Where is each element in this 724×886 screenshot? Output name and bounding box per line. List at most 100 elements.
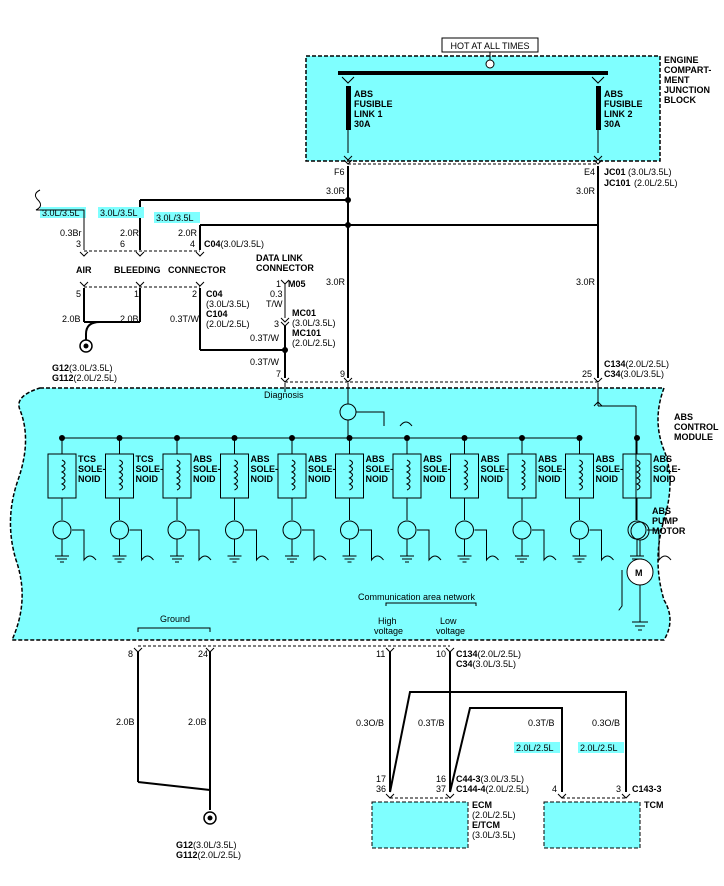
svg-text:JC01: JC01 bbox=[604, 167, 626, 177]
svg-text:TCS: TCS bbox=[136, 454, 154, 464]
svg-text:JUNCTION: JUNCTION bbox=[664, 85, 710, 95]
svg-text:SOLE-: SOLE- bbox=[653, 464, 681, 474]
svg-text:(3.0L/3.5L): (3.0L/3.5L) bbox=[628, 167, 672, 177]
svg-text:ABS: ABS bbox=[193, 454, 212, 464]
wire-0.3Br: 0.3Br bbox=[60, 228, 82, 238]
ab-pin-6: 6 bbox=[120, 239, 125, 249]
wire-3.0R-a: 3.0R bbox=[326, 186, 346, 196]
svg-text:MOTOR: MOTOR bbox=[652, 526, 686, 536]
mod-pin-11: 11 bbox=[376, 649, 385, 659]
svg-text:MC101: MC101 bbox=[292, 328, 321, 338]
svg-text:SOLE-: SOLE- bbox=[251, 464, 279, 474]
svg-text:ABS: ABS bbox=[366, 454, 385, 464]
ab-pin-2: 2 bbox=[192, 289, 197, 299]
svg-text:ABS: ABS bbox=[596, 454, 615, 464]
svg-text:ENGINE: ENGINE bbox=[664, 55, 699, 65]
svg-text:TCS: TCS bbox=[78, 454, 96, 464]
ecm-box bbox=[371, 801, 469, 849]
wire-0.3TW-a: 0.3T/W bbox=[170, 314, 200, 324]
svg-text:(2.0L/2.5L): (2.0L/2.5L) bbox=[292, 338, 336, 348]
svg-text:C134(2.0L/2.5L): C134(2.0L/2.5L) bbox=[456, 649, 521, 659]
mod-pin-10: 10 bbox=[436, 649, 446, 659]
dlc-pin-3: 3 bbox=[274, 319, 279, 329]
svg-text:ABS: ABS bbox=[354, 89, 373, 99]
highlight-spec-2: 3.0L/3.5L bbox=[100, 208, 138, 218]
ground-top-label: G12(3.0L/3.5L) G112(2.0L/2.5L) bbox=[52, 363, 117, 383]
dlc-pin-1: 1 bbox=[276, 279, 281, 289]
low-voltage-label: Low voltage bbox=[436, 616, 465, 636]
ab-pin-1: 1 bbox=[134, 289, 139, 299]
svg-text:FUSIBLE: FUSIBLE bbox=[354, 99, 393, 109]
svg-text:NOID: NOID bbox=[653, 474, 676, 484]
svg-text:(2.0L/2.5L): (2.0L/2.5L) bbox=[634, 178, 678, 188]
svg-text:30A: 30A bbox=[354, 119, 371, 129]
svg-text:CONNECTOR: CONNECTOR bbox=[168, 265, 226, 275]
mod-pin-7: 7 bbox=[276, 369, 281, 379]
wire-2.0B-a: 2.0B bbox=[62, 314, 81, 324]
wire-3.0R-d: 3.0R bbox=[576, 277, 596, 287]
motor-symbol: M bbox=[635, 568, 643, 578]
svg-text:C104: C104 bbox=[206, 309, 228, 319]
ecm-pin-17: 17 bbox=[376, 774, 386, 784]
tcm-pin-3: 3 bbox=[616, 784, 621, 794]
svg-text:E/TCM: E/TCM bbox=[472, 820, 500, 830]
svg-text:voltage: voltage bbox=[436, 626, 465, 636]
c44-label: C44-3(3.0L/3.5L) C144-4(2.0L/2.5L) bbox=[456, 774, 529, 794]
svg-text:SOLE-: SOLE- bbox=[193, 464, 221, 474]
tcm-box bbox=[543, 801, 641, 849]
svg-text:PUMP: PUMP bbox=[652, 516, 678, 526]
mod-pin-8: 8 bbox=[128, 649, 133, 659]
svg-text:ABS: ABS bbox=[652, 506, 671, 516]
dlc-wire-0.3: 0.3 bbox=[270, 289, 283, 299]
m05-label: M05 bbox=[288, 279, 306, 289]
highlight-spec-3: 3.0L/3.5L bbox=[156, 213, 194, 223]
ab-pin-4: 4 bbox=[190, 239, 195, 249]
svg-text:(2.0L/2.5L): (2.0L/2.5L) bbox=[206, 319, 250, 329]
svg-text:SOLE-: SOLE- bbox=[596, 464, 624, 474]
wire-2.0B-d: 2.0B bbox=[188, 717, 207, 727]
data-link-label: DATA LINK CONNECTOR bbox=[256, 253, 314, 273]
svg-text:High: High bbox=[378, 616, 397, 626]
abs-module bbox=[9, 387, 671, 641]
svg-text:G12(3.0L/3.5L): G12(3.0L/3.5L) bbox=[176, 840, 237, 850]
ground-label: Ground bbox=[160, 614, 190, 624]
svg-text:SOLE-: SOLE- bbox=[308, 464, 336, 474]
svg-text:NOID: NOID bbox=[78, 474, 101, 484]
highlight-spec-1: 3.0L/3.5L bbox=[42, 208, 80, 218]
wire-2.0R-b: 2.0R bbox=[178, 228, 198, 238]
wire-3.0R-c: 3.0R bbox=[326, 277, 346, 287]
svg-text:C34(3.0L/3.5L): C34(3.0L/3.5L) bbox=[604, 369, 664, 379]
svg-text:FUSIBLE: FUSIBLE bbox=[604, 99, 643, 109]
pin-f6: F6 bbox=[334, 167, 345, 177]
svg-text:NOID: NOID bbox=[308, 474, 331, 484]
fusible-link-2 bbox=[596, 86, 601, 130]
svg-text:NOID: NOID bbox=[251, 474, 274, 484]
abs-module-title: ABS CONTROL MODULE bbox=[674, 412, 719, 442]
svg-text:SOLE-: SOLE- bbox=[481, 464, 509, 474]
svg-text:LINK 1: LINK 1 bbox=[354, 109, 383, 119]
wire-2.0B-c: 2.0B bbox=[116, 717, 135, 727]
ecm-pin-16: 16 bbox=[436, 774, 446, 784]
svg-text:NOID: NOID bbox=[366, 474, 389, 484]
svg-text:(3.0L/3.5L): (3.0L/3.5L) bbox=[292, 318, 336, 328]
svg-text:ABS: ABS bbox=[674, 412, 693, 422]
svg-text:CONNECTOR: CONNECTOR bbox=[256, 263, 314, 273]
svg-text:C34(3.0L/3.5L): C34(3.0L/3.5L) bbox=[456, 659, 516, 669]
svg-text:MENT: MENT bbox=[664, 75, 690, 85]
svg-text:JC101: JC101 bbox=[604, 178, 631, 188]
solenoid-11: ABS SOLE-NOID bbox=[622, 435, 681, 563]
svg-text:SOLE-: SOLE- bbox=[423, 464, 451, 474]
air-bleeding-label: AIR BLEEDING CONNECTOR bbox=[76, 265, 226, 275]
svg-text:MC01: MC01 bbox=[292, 308, 316, 318]
svg-text:COMPART-: COMPART- bbox=[664, 65, 711, 75]
ecm-pin-36: 36 bbox=[376, 784, 386, 794]
c04-label-top: C04(3.0L/3.5L) bbox=[204, 239, 264, 249]
highlight-spec-5: 2.0L/2.5L bbox=[580, 743, 618, 753]
